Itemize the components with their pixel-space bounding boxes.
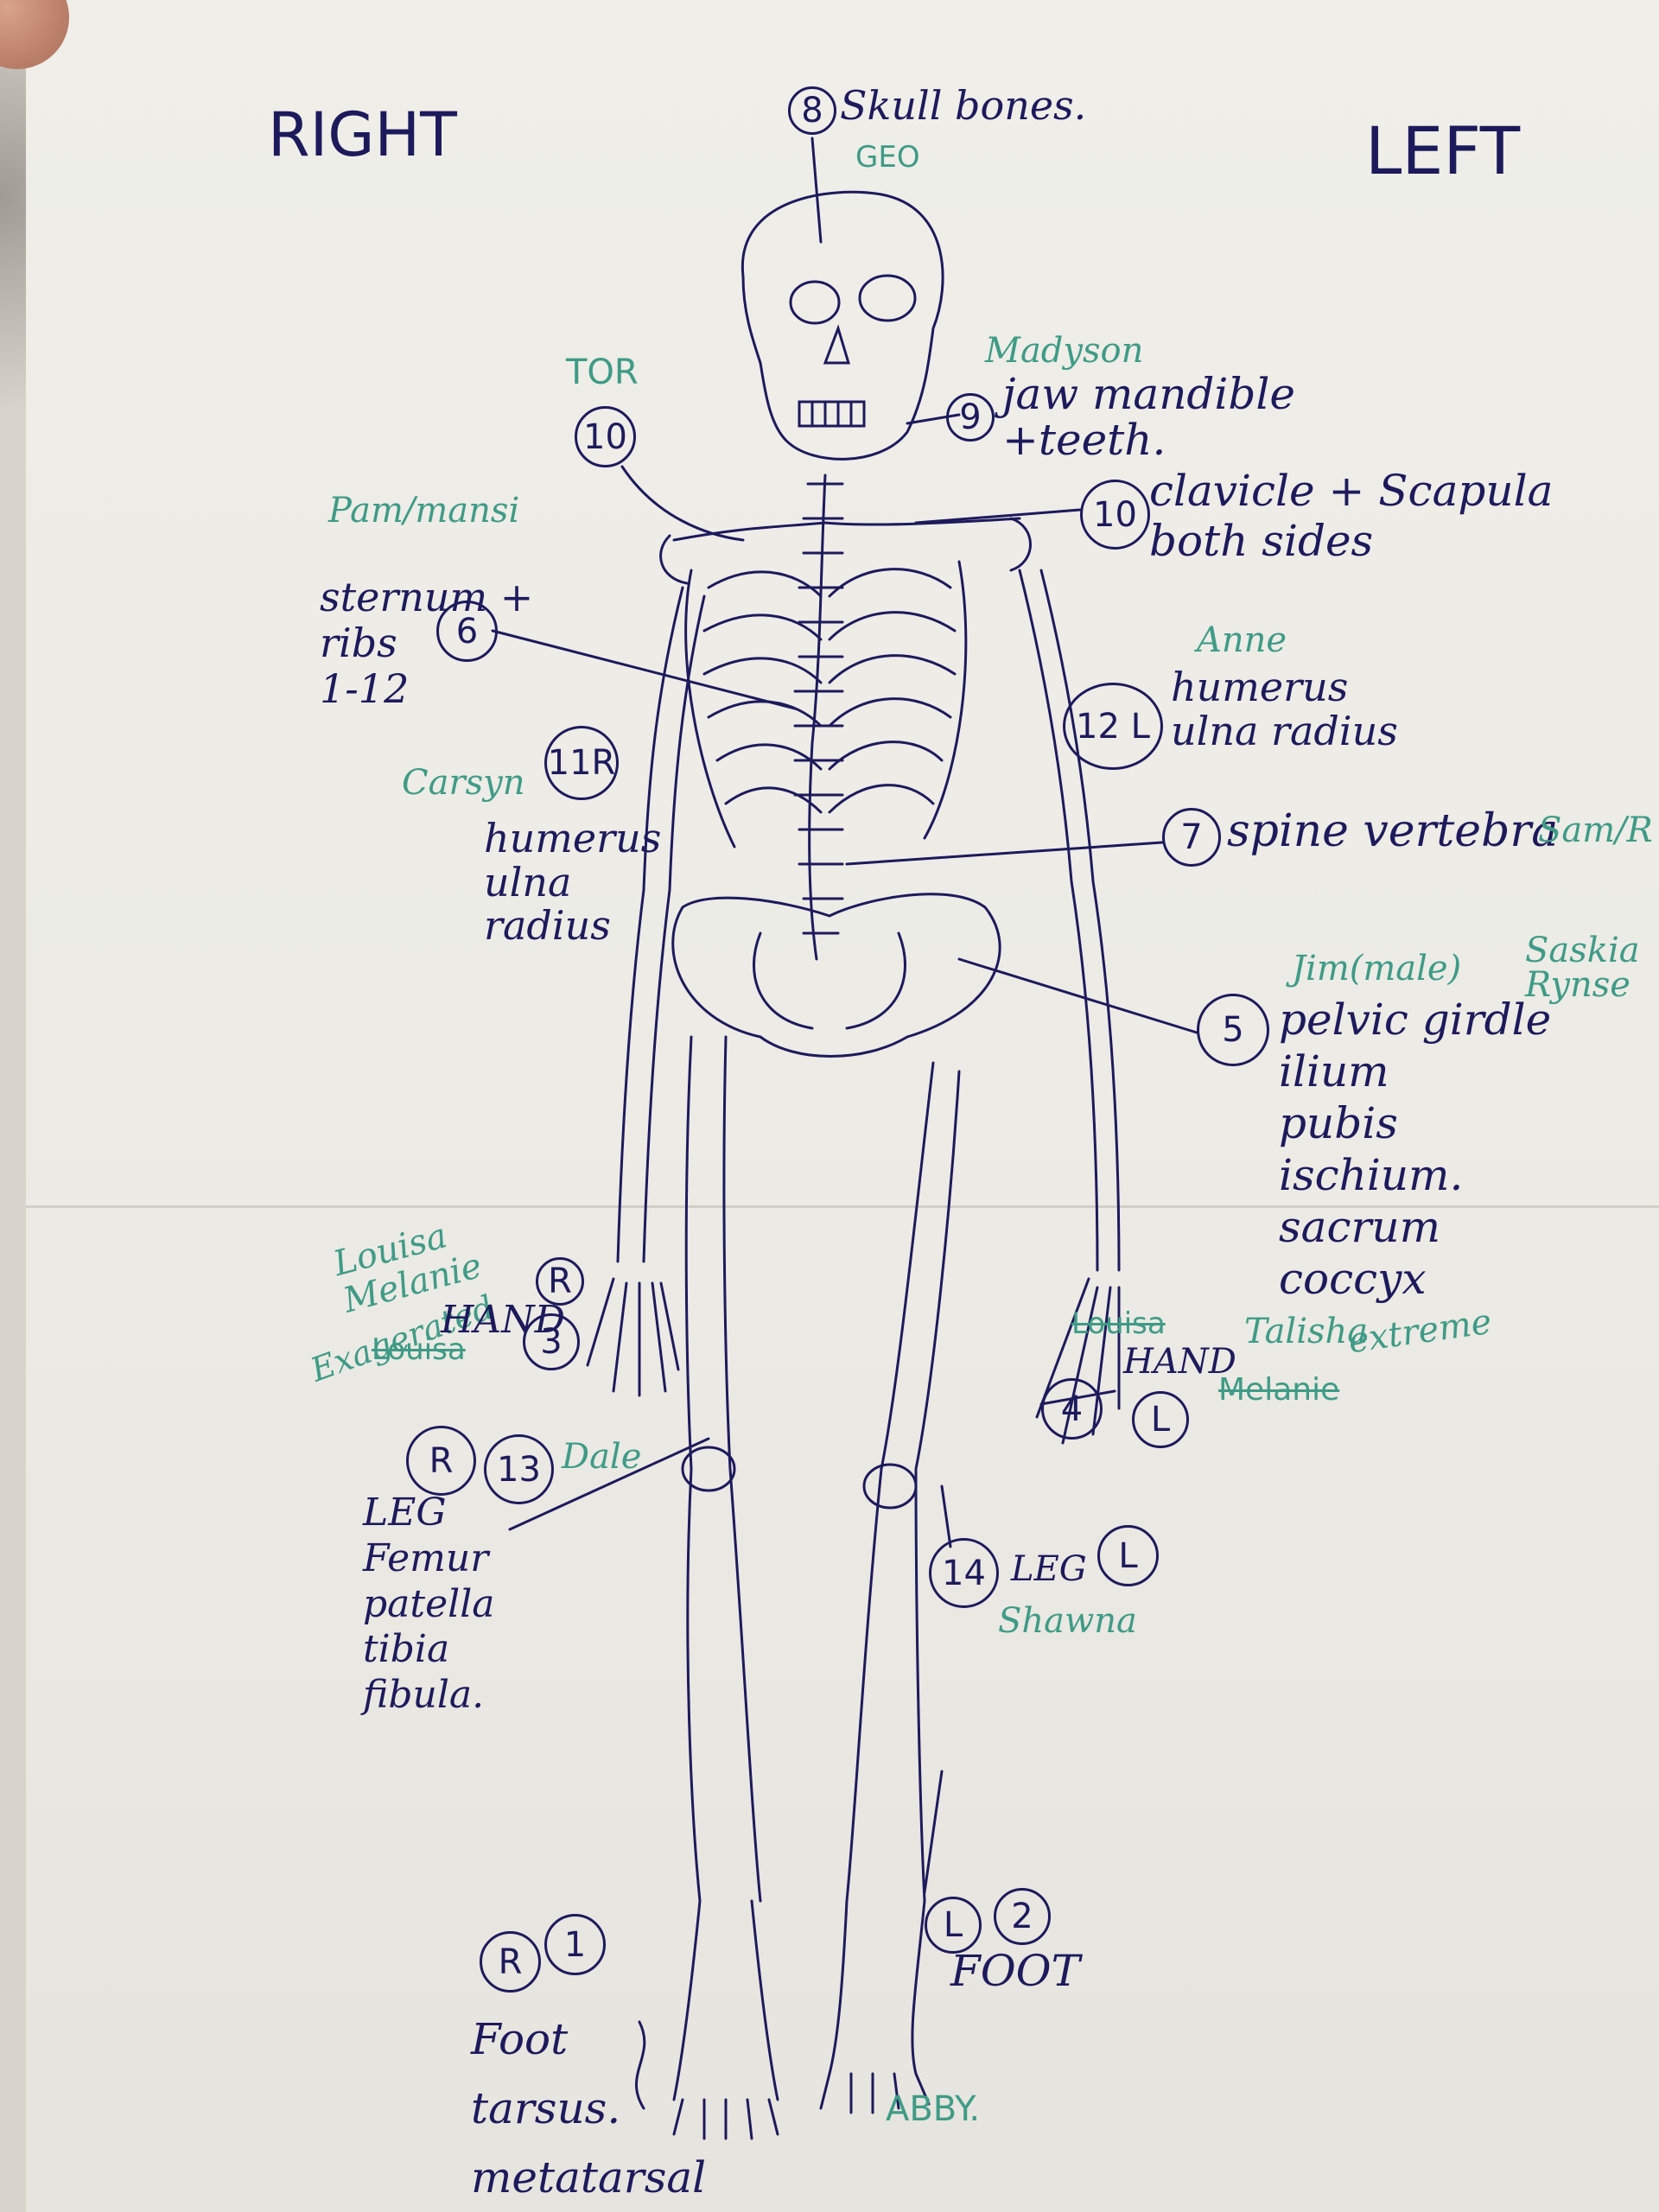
knee-right [681, 1446, 736, 1492]
knee-left [862, 1463, 918, 1510]
clavicles [672, 517, 1021, 542]
jaw-student: Madyson [985, 331, 1144, 371]
badge-leg-right: 13 [484, 1434, 554, 1504]
badge-leg-left: 14 [929, 1538, 999, 1608]
leader-leg-left [940, 1484, 952, 1548]
sternum-text: sternum + ribs 1-12 [320, 574, 534, 712]
leader-pelvic [957, 957, 1198, 1034]
hand-left-crossed: Louisa [1071, 1306, 1166, 1341]
pelvic-student: Jim(male) [1292, 949, 1462, 988]
leg-right-student: Dale [562, 1437, 642, 1477]
arm-left [1018, 569, 1121, 1272]
badge-foot-left-side: L [925, 1897, 982, 1954]
clavicle-left-text: clavicle + Scapula both sides [1149, 466, 1554, 566]
eye-socket-right [789, 280, 841, 325]
skull [741, 190, 944, 461]
nose [823, 324, 851, 365]
foot-left-student: ABBY. [886, 2089, 981, 2129]
leg-right [684, 1035, 762, 1903]
clavicle-right-student: TOR [566, 353, 639, 392]
humerus-left-text: humerus ulna radius [1171, 664, 1398, 754]
badge-spine: 7 [1162, 808, 1221, 867]
badge-jaw: 9 [946, 393, 995, 442]
hand-left-crossed-2: Melanie [1218, 1372, 1340, 1408]
badge-pelvic: 5 [1197, 994, 1269, 1066]
badge-hand-left: 4 [1041, 1378, 1103, 1440]
foot-left-text: FOOT [950, 1946, 1081, 1996]
skull-student: GEO [855, 140, 920, 175]
badge-humerus-right: 11R [544, 726, 619, 800]
pelvis [671, 893, 1001, 1058]
label-right: RIGHT [268, 99, 457, 170]
pelvic-student-2: Saskia Rynse [1525, 931, 1640, 1005]
leader-foot-right [634, 2020, 646, 2110]
badge-leg-right-side: R [406, 1426, 476, 1496]
pelvic-text: pelvic girdle ilium pubis ischium. sacru… [1279, 995, 1552, 1304]
badge-foot-right-side: R [480, 1931, 541, 1993]
leader-sternum [491, 629, 797, 710]
hand-left-student: Talisha [1244, 1312, 1369, 1351]
badge-hand-right-side: R [536, 1257, 584, 1306]
badge-hand-right: 3 [523, 1313, 580, 1370]
spine-text: spine vertebra [1227, 805, 1559, 857]
hand-left-bones [1035, 1277, 1121, 1445]
leader-spine [845, 841, 1164, 866]
paper-sheet [26, 0, 1659, 2212]
humerus-left-student: Anne [1197, 620, 1287, 660]
badge-hand-left-side: L [1132, 1391, 1189, 1448]
hand-right-crossed: Louisa [372, 1332, 466, 1367]
leader-foot-left [923, 1770, 944, 1894]
jaw-text: jaw mandible +teeth. [1002, 369, 1296, 465]
skull-text: Skull bones. [840, 82, 1087, 129]
shoulder-right [659, 534, 689, 585]
leg-left-student: Shawna [998, 1601, 1137, 1641]
leader-clavicle-left [914, 508, 1082, 524]
leader-tor [620, 465, 745, 542]
humerus-right-text: humerus ulna radius [484, 815, 662, 950]
badge-humerus-left: 12 L [1063, 683, 1163, 770]
paper-fold [26, 1205, 1659, 1208]
badge-clavicle-right: 10 [575, 406, 636, 467]
badge-clavicle-left: 10 [1080, 480, 1150, 550]
leg-right-text: LEG Femur patella tibia fibula. [363, 1491, 495, 1718]
leader-skull [810, 137, 823, 244]
label-left: LEFT [1365, 112, 1521, 189]
foot-right-bones [672, 1899, 779, 2140]
hand-left-text: HAND [1123, 1342, 1236, 1382]
arm-right [616, 586, 706, 1263]
badge-skull: 8 [788, 86, 836, 135]
badge-leg-left-side: L [1097, 1525, 1159, 1586]
badge-foot-left: 2 [994, 1888, 1051, 1945]
leg-left [845, 1061, 961, 1903]
shoulder-left [1009, 517, 1032, 572]
sternum-student: Pam/mansi [328, 491, 520, 531]
hand-right-bones [586, 1277, 680, 1397]
badge-sternum: 6 [436, 601, 498, 662]
spine-student: Sam/R [1538, 810, 1653, 850]
leader-leg-right [508, 1437, 710, 1531]
foot-left-bones [819, 1899, 931, 2114]
badge-foot-right: 1 [544, 1914, 606, 1975]
humerus-right-student: Carsyn [402, 763, 525, 803]
teeth [798, 400, 866, 428]
eye-socket-left [858, 274, 917, 322]
foot-right-text: Foot tarsus. metatarsal [471, 2014, 707, 2202]
leg-left-text: LEG [1011, 1549, 1087, 1589]
ribcage [684, 560, 968, 849]
